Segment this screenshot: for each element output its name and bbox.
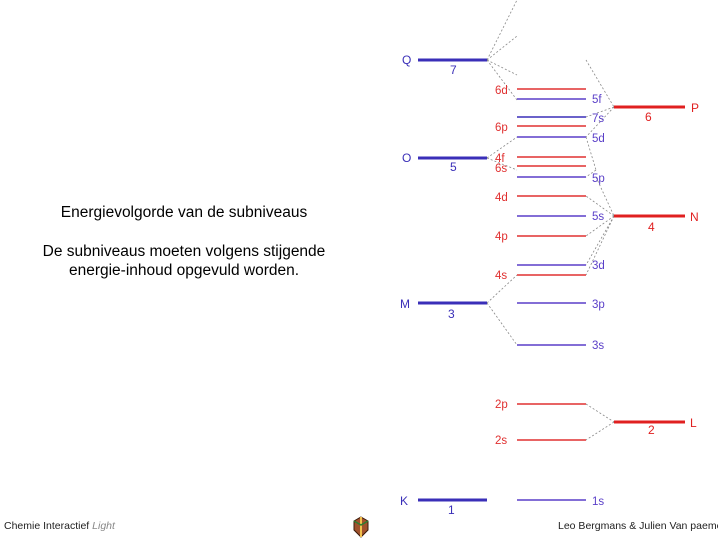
sublevel-label-1s: 1s xyxy=(592,496,604,508)
shell-number-3: 3 xyxy=(448,307,455,321)
connector xyxy=(585,215,615,266)
shell-number-2: 2 xyxy=(648,423,655,437)
shell-letter-q: Q xyxy=(402,53,411,67)
connector xyxy=(486,59,518,101)
sublevel-label-3s: 3s xyxy=(592,340,604,352)
sublevel-labels-right: 5f 7s 5d 5p 5s 3d 3p 3s 1s xyxy=(592,94,605,508)
shell-letter-p: P xyxy=(691,101,699,115)
sublevel-label-4s: 4s xyxy=(495,270,507,282)
sublevel-bars xyxy=(517,88,586,501)
connector xyxy=(486,274,518,304)
connector xyxy=(486,59,518,76)
shell-bars-right xyxy=(614,105,685,424)
dotted-connectors xyxy=(486,0,615,441)
sublevel-label-6d: 6d xyxy=(495,85,508,97)
connector xyxy=(486,0,518,61)
sublevel-label-4p: 4p xyxy=(495,231,508,243)
sublevel-label-7s: 7s xyxy=(592,113,604,125)
sublevel-label-6s: 6s xyxy=(495,163,507,175)
connector xyxy=(585,59,615,108)
sublevel-label-5d: 5d xyxy=(592,133,605,145)
footer-brand-light: Light xyxy=(92,520,115,532)
sublevel-label-5s: 5s xyxy=(592,211,604,223)
description-panel: Energievolgorde van de subniveaus De sub… xyxy=(14,204,354,280)
sublevel-label-3d: 3d xyxy=(592,260,605,272)
heading: Energievolgorde van de subniveaus xyxy=(60,204,308,221)
shell-letter-o: O xyxy=(402,151,411,165)
connector xyxy=(585,195,615,217)
shell-bars-left xyxy=(418,58,487,502)
sublevel-label-4d: 4d xyxy=(495,192,508,204)
sublevel-label-2p: 2p xyxy=(495,399,508,411)
sublevel-label-6p: 6p xyxy=(495,122,508,134)
shell-number-4: 4 xyxy=(648,220,655,234)
shell-number-7: 7 xyxy=(450,63,457,77)
footer-right: Leo Bergmans & Julien Van paemel xyxy=(558,520,718,532)
description: De subniveaus moeten volgens stijgende e… xyxy=(42,243,326,279)
connector xyxy=(486,157,518,171)
connector xyxy=(585,215,615,276)
shell-number-6: 6 xyxy=(645,110,652,124)
connector xyxy=(585,421,615,441)
sublevel-label-5f: 5f xyxy=(592,94,602,106)
sublevel-label-2s: 2s xyxy=(495,435,507,447)
shell-number-5: 5 xyxy=(450,160,457,174)
shell-letter-n: N xyxy=(690,210,699,224)
shell-labels-left: Q 7 O 5 M 3 K 1 xyxy=(400,53,457,517)
connector xyxy=(486,302,518,346)
connector xyxy=(585,106,615,118)
footer-left: Chemie Interactief Light xyxy=(4,520,115,532)
sublevel-label-3p: 3p xyxy=(592,299,605,311)
connector xyxy=(585,403,615,423)
shell-number-1: 1 xyxy=(448,503,455,517)
connector xyxy=(585,136,597,171)
shell-letter-m: M xyxy=(400,297,410,311)
sublevel-label-5p: 5p xyxy=(592,173,605,185)
connector xyxy=(585,106,615,138)
sublevel-labels-left: 6d 6p 4f 6s 4d 4p 4s 2p 2s xyxy=(495,85,508,447)
footer-brand: Chemie Interactief xyxy=(4,520,90,532)
sublevel-label-4f: 4f xyxy=(495,153,505,165)
shell-letter-k: K xyxy=(400,494,408,508)
connector xyxy=(585,215,615,237)
shell-labels-right: P 6 N 4 L 2 xyxy=(645,101,699,437)
connector xyxy=(486,35,518,61)
connector xyxy=(595,176,615,217)
shell-letter-l: L xyxy=(690,416,697,430)
logo-icon xyxy=(353,516,369,538)
